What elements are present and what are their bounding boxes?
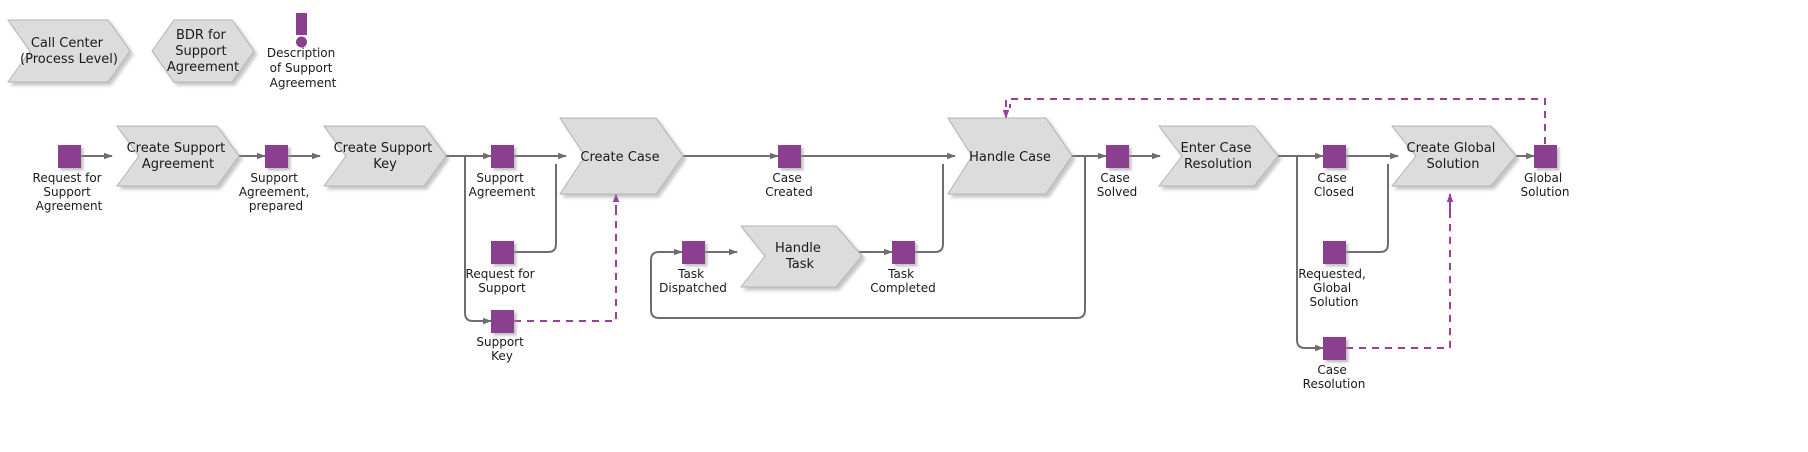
function-label-create-support-key: Create Support Key (334, 141, 437, 172)
event-global-solution[interactable]: Global Solution (1521, 145, 1570, 199)
event-support-agreement-prepared[interactable]: Support Agreement, prepared (239, 145, 313, 213)
event-label-case-closed: Case Closed (1314, 171, 1354, 199)
exclamation-icon (296, 13, 307, 48)
event-support-agreement[interactable]: Support Agreement (469, 145, 536, 199)
function-label-create-global-solution: Create Global Solution (1407, 141, 1500, 172)
function-create-support-key[interactable]: Create Support Key (323, 125, 447, 187)
function-label-enter-case-resolution: Enter Case Resolution (1181, 141, 1256, 172)
function-handle-task[interactable]: Handle Task (739, 225, 863, 288)
event-label-support-agreement-prepared: Support Agreement, prepared (239, 171, 313, 213)
event-support-key[interactable]: Support Key (476, 310, 527, 363)
lane-item-bdr[interactable]: BDR for Support Agreement (151, 19, 255, 83)
event-label-task-dispatched: Task Dispatched (659, 267, 727, 295)
function-create-global-solution[interactable]: Create Global Solution (1390, 125, 1517, 187)
event-label-request-for-support-agreement: Request for Support Agreement (33, 171, 106, 213)
event-requested-global-solution[interactable]: Requested, Global Solution (1298, 241, 1369, 309)
event-label-support-agreement: Support Agreement (469, 171, 536, 199)
lane-label-bdr: BDR for Support Agreement (167, 28, 239, 75)
event-label-task-completed: Task Completed (870, 267, 935, 295)
event-label-request-for-support: Request for Support (466, 267, 539, 295)
lane-label-call-center: Call Center (Process Level) (20, 36, 118, 67)
event-label-support-key: Support Key (476, 335, 527, 363)
function-label-create-case: Create Case (580, 150, 659, 165)
event-case-resolution[interactable]: Case Resolution (1303, 337, 1366, 391)
function-label-handle-case: Handle Case (969, 150, 1051, 165)
function-enter-case-resolution[interactable]: Enter Case Resolution (1157, 125, 1279, 187)
event-case-closed[interactable]: Case Closed (1314, 145, 1354, 199)
legend-caption: Description of Support Agreement (267, 46, 339, 90)
function-handle-case[interactable]: Handle Case (947, 117, 1073, 195)
event-case-solved[interactable]: Case Solved (1097, 145, 1137, 199)
function-create-support-agreement[interactable]: Create Support Agreement (116, 125, 240, 187)
event-label-requested-global-solution: Requested, Global Solution (1298, 267, 1369, 309)
event-label-case-solved: Case Solved (1097, 171, 1137, 199)
event-label-case-created: Case Created (765, 171, 813, 199)
lane-item-call-center[interactable]: Call Center (Process Level) (7, 19, 131, 83)
event-request-for-support-agreement[interactable]: Request for Support Agreement (33, 145, 106, 213)
event-label-global-solution: Global Solution (1521, 171, 1570, 199)
event-case-created[interactable]: Case Created (765, 145, 813, 199)
event-task-completed[interactable]: Task Completed (870, 241, 936, 295)
function-label-handle-task: Handle Task (775, 241, 825, 272)
event-label-case-resolution: Case Resolution (1303, 363, 1366, 391)
event-request-for-support[interactable]: Request for Support (466, 241, 539, 295)
information-flow-connectors: create case (dashed, up into bottom of C… (514, 98, 1546, 349)
function-create-case[interactable]: Create Case (559, 117, 684, 195)
function-label-create-support-agreement: Create Support Agreement (127, 141, 230, 172)
event-task-dispatched[interactable]: Task Dispatched (659, 241, 727, 295)
